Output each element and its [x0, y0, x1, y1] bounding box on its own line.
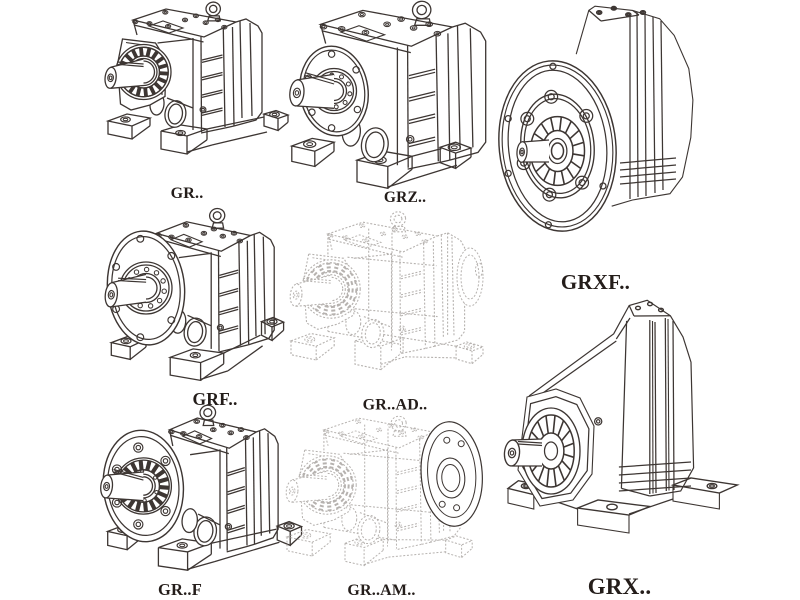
svg-text:GR..F: GR..F [158, 580, 202, 599]
svg-text:GR..: GR.. [171, 185, 204, 202]
svg-text:GR..AM..: GR..AM.. [347, 582, 415, 599]
svg-text:GRF..: GRF.. [192, 389, 237, 409]
svg-text:GR..AD..: GR..AD.. [363, 397, 428, 414]
svg-text:GRZ..: GRZ.. [384, 189, 426, 206]
svg-text:GRXF..: GRXF.. [561, 270, 630, 294]
svg-text:GRX..: GRX.. [588, 574, 652, 599]
